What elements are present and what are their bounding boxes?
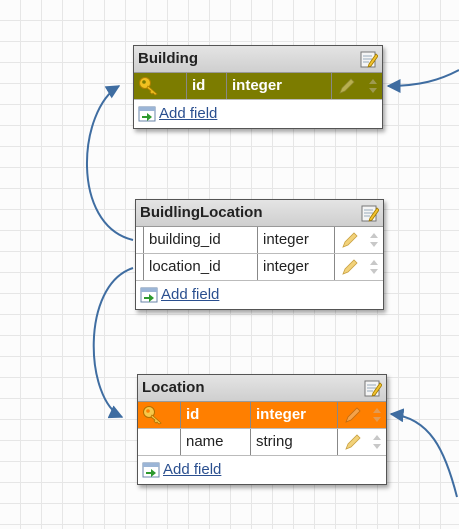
connector-buildinglocation-to-building — [86, 85, 134, 241]
add-field-row: Add field — [136, 281, 383, 309]
connector-external-to-building — [386, 69, 459, 93]
sort-arrows-icon[interactable] — [372, 433, 382, 451]
field-row-name[interactable]: name string — [138, 429, 386, 456]
key-cell — [136, 254, 144, 280]
field-type: integer — [258, 254, 335, 280]
field-name: building_id — [144, 227, 258, 253]
field-row-building-id[interactable]: building_id integer — [136, 227, 383, 254]
field-actions — [335, 227, 383, 253]
field-row-id[interactable]: id integer — [134, 73, 382, 100]
pencil-icon[interactable] — [344, 433, 362, 451]
field-row-location-id[interactable]: location_id integer — [136, 254, 383, 281]
field-type: integer — [227, 73, 332, 99]
sort-arrows-icon[interactable] — [369, 258, 379, 276]
field-actions — [335, 254, 383, 280]
edit-table-icon[interactable] — [361, 204, 379, 222]
field-name: id — [181, 402, 251, 428]
field-name: name — [181, 429, 251, 455]
add-field-row: Add field — [138, 456, 386, 484]
pencil-icon[interactable] — [338, 77, 356, 95]
field-type: integer — [251, 402, 338, 428]
table-header: BuidlingLocation — [136, 200, 383, 227]
field-type: integer — [258, 227, 335, 253]
table-header: Building — [134, 46, 382, 73]
connector-buildinglocation-to-location — [92, 267, 134, 419]
sort-arrows-icon[interactable] — [372, 406, 382, 424]
field-name: location_id — [144, 254, 258, 280]
add-field-icon[interactable] — [142, 462, 160, 478]
pencil-icon[interactable] — [341, 231, 359, 249]
edit-table-icon[interactable] — [360, 50, 378, 68]
key-cell — [134, 73, 187, 99]
add-field-row: Add field — [134, 100, 382, 128]
key-icon — [143, 406, 162, 425]
table-buidling-location[interactable]: BuidlingLocation building_id integer loc… — [135, 199, 384, 310]
table-title: Building — [138, 50, 198, 67]
field-actions — [332, 73, 382, 99]
connector-external-to-location — [389, 408, 458, 498]
edit-table-icon[interactable] — [364, 379, 382, 397]
key-cell — [138, 402, 181, 428]
field-row-id[interactable]: id integer — [138, 402, 386, 429]
sort-arrows-icon[interactable] — [369, 231, 379, 249]
table-header: Location — [138, 375, 386, 402]
sort-arrows-icon[interactable] — [368, 77, 378, 95]
field-actions — [338, 402, 386, 428]
add-field-icon[interactable] — [140, 287, 158, 303]
pencil-icon[interactable] — [341, 258, 359, 276]
table-location[interactable]: Location id integer name string — [137, 374, 387, 485]
key-cell — [136, 227, 144, 253]
field-name: id — [187, 73, 227, 99]
table-building[interactable]: Building id integer Add f — [133, 45, 383, 129]
field-type: string — [251, 429, 338, 455]
add-field-link[interactable]: Add field — [161, 286, 220, 303]
add-field-link[interactable]: Add field — [159, 105, 218, 122]
key-icon — [139, 77, 158, 96]
field-actions — [338, 429, 386, 455]
pencil-icon[interactable] — [344, 406, 362, 424]
key-cell — [138, 429, 181, 455]
table-title: Location — [142, 379, 205, 396]
add-field-icon[interactable] — [138, 106, 156, 122]
table-title: BuidlingLocation — [140, 204, 263, 221]
add-field-link[interactable]: Add field — [163, 461, 222, 478]
